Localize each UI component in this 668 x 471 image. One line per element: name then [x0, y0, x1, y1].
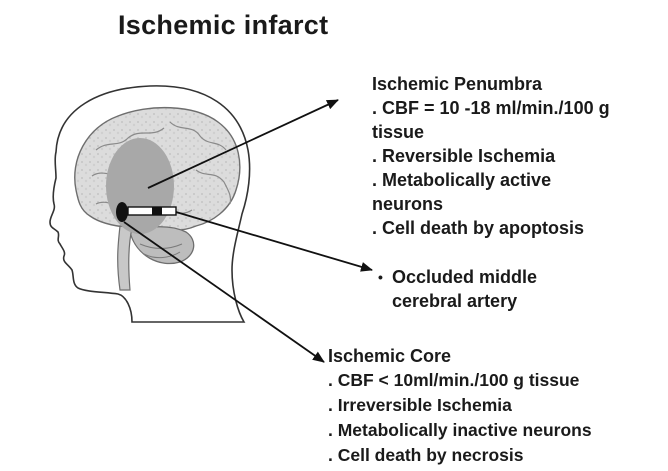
penumbra-heading: Ischemic Penumbra: [372, 72, 662, 96]
core-line: . Metabolically inactive neurons: [328, 418, 668, 443]
core-line: . Irreversible Ischemia: [328, 393, 668, 418]
core-heading: Ischemic Core: [328, 344, 668, 368]
core-region: [116, 202, 128, 222]
penumbra-line: . CBF = 10 -18 ml/min./100 g: [372, 96, 662, 120]
artery-description: • Occluded middle cerebral artery: [378, 265, 537, 313]
penumbra-line: neurons: [372, 192, 662, 216]
core-description: Ischemic Core . CBF < 10ml/min./100 g ti…: [328, 344, 668, 468]
artery-line: cerebral artery: [378, 289, 537, 313]
artery-line: Occluded middle: [378, 265, 537, 289]
penumbra-line: . Metabolically active: [372, 168, 662, 192]
occluded-artery: [128, 207, 176, 215]
bullet-icon: •: [378, 265, 383, 289]
penumbra-line: tissue: [372, 120, 662, 144]
penumbra-line: . Cell death by apoptosis: [372, 216, 662, 240]
penumbra-region: [106, 138, 174, 234]
core-line: . Cell death by necrosis: [328, 443, 668, 468]
penumbra-line: . Reversible Ischemia: [372, 144, 662, 168]
core-line: . CBF < 10ml/min./100 g tissue: [328, 368, 668, 393]
penumbra-description: Ischemic Penumbra . CBF = 10 -18 ml/min.…: [372, 72, 662, 240]
